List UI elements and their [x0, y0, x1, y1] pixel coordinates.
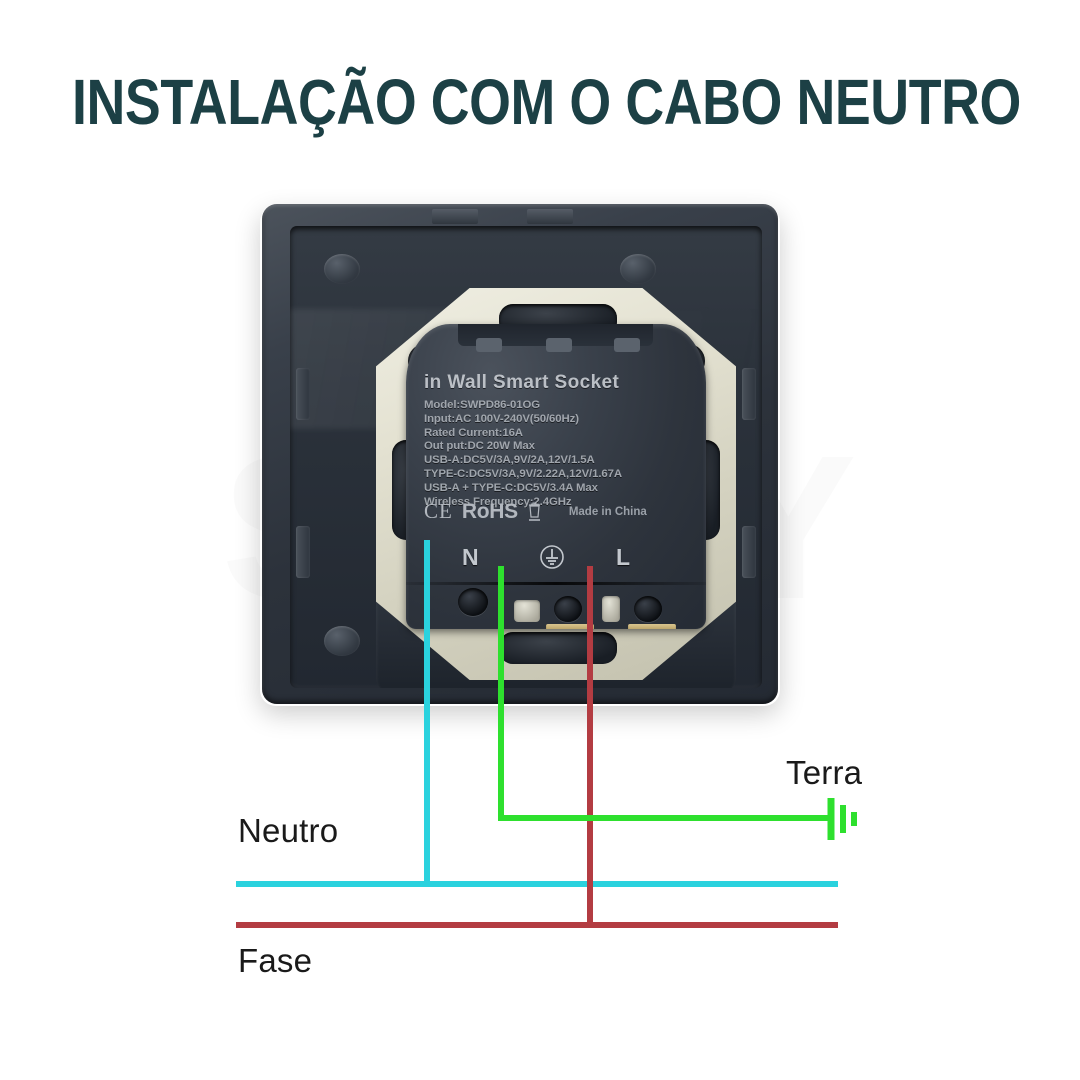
frame-tab-top-left: [432, 209, 478, 224]
frame-boss-bottom-left: [324, 626, 360, 656]
spec-line-current: Rated Current:16A: [424, 426, 523, 439]
module-tab-3: [614, 338, 640, 352]
spec-line-usba: USB-A:DC5V/3A,9V/2A,12V/1.5A: [424, 454, 595, 467]
device-outer-frame: in Wall Smart Socket Model:SWPD86-01OG I…: [262, 204, 778, 704]
frame-notch-right-upper: [742, 368, 756, 420]
frame-notch-left-lower: [296, 526, 310, 578]
spec-line-typec: TYPE-C:DC5V/3A,9V/2.22A,12V/1.67A: [424, 467, 623, 480]
product-label-title: in Wall Smart Socket: [424, 372, 620, 393]
wire-label-earth: Terra: [786, 754, 863, 791]
frame-boss-top-left: [324, 254, 360, 284]
earth-symbol-icon: [537, 542, 567, 572]
spec-line-input: Input:AC 100V-240V(50/60Hz): [424, 412, 579, 425]
socket-module: in Wall Smart Socket Model:SWPD86-01OG I…: [406, 324, 706, 629]
module-tab-2: [546, 338, 572, 352]
brass-contact-right: [628, 624, 676, 629]
smart-socket-device: in Wall Smart Socket Model:SWPD86-01OG I…: [256, 198, 784, 708]
frame-notch-right-lower: [742, 526, 756, 578]
frame-tab-top-right: [527, 209, 573, 224]
wire-label-neutral: Neutro: [238, 812, 339, 849]
module-top-notch: [458, 324, 653, 346]
spec-line-output: Out put:DC 20W Max: [424, 440, 535, 453]
origin-text: Made in China: [568, 505, 647, 518]
spec-line-model: Model:SWPD86-01OG: [424, 399, 541, 411]
terminal-hole-live: [634, 596, 662, 622]
page-title: INSTALAÇÃO COM O CABO NEUTRO: [72, 66, 1021, 138]
terminal-hole-earth: [554, 596, 582, 622]
terminal-screw-earth: [602, 596, 620, 622]
frame-notch-left-upper: [296, 368, 310, 420]
product-label: in Wall Smart Socket Model:SWPD86-01OG I…: [424, 372, 692, 509]
certification-row: CE RoHS Made in China: [424, 499, 692, 524]
device-inner-recess: in Wall Smart Socket Model:SWPD86-01OG I…: [290, 226, 762, 688]
terminal-mark-neutral: N: [462, 544, 479, 570]
spec-line-combined: USB-A + TYPE-C:DC5V/3.4A Max: [424, 481, 598, 494]
plate-slot-bottom: [499, 632, 617, 664]
ce-mark-icon: CE: [424, 499, 453, 523]
rohs-mark: RoHS: [461, 499, 518, 523]
brass-contact-left: [546, 624, 594, 629]
weee-bin-icon: [527, 501, 542, 522]
module-tab-1: [476, 338, 502, 352]
terminal-hole-neutral-upper: [458, 588, 488, 616]
wire-label-live: Fase: [238, 942, 313, 979]
frame-boss-top-right: [620, 254, 656, 284]
module-seam: [406, 582, 706, 585]
terminal-mark-live: L: [616, 544, 631, 570]
terminal-screw-neutral: [514, 600, 540, 622]
